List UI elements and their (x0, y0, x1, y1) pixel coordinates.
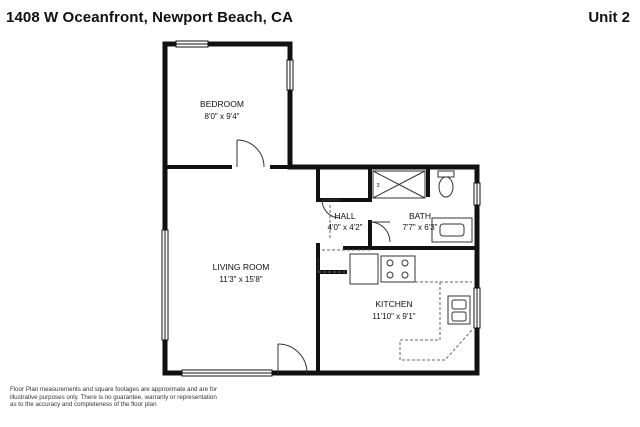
fixtures (349, 170, 473, 325)
kitchen-label: KITCHEN (375, 299, 412, 309)
disclaimer-line-2: illustrative purposes only. There is no … (10, 393, 217, 401)
hall-dims: 4'0" x 4'2" (328, 223, 363, 232)
bath-label: BATH (409, 211, 431, 221)
kitchen-dims: 11'10" x 9'1" (372, 312, 415, 321)
doors (236, 139, 391, 374)
refrigerator (349, 253, 379, 285)
bedroom-dims: 8'0" x 9'4" (205, 112, 240, 121)
exterior-walls (162, 41, 480, 376)
toilet-bowl (438, 176, 454, 198)
bedroom-label: BEDROOM (200, 99, 244, 109)
room-labels: BEDROOM 8'0" x 9'4" LIVING ROOM 11'3" x … (200, 99, 438, 321)
stove (380, 255, 416, 283)
living-room-dims: 11'3" x 15'8" (219, 275, 262, 284)
property-address: 1408 W Oceanfront, Newport Beach, CA (6, 9, 293, 26)
counters (318, 205, 473, 361)
unit-label: Unit 2 (588, 9, 630, 26)
bath-closet-mark: 3 (376, 183, 379, 189)
windows (161, 40, 481, 377)
toilet-tank (437, 170, 455, 178)
living-room-label: LIVING ROOM (213, 262, 270, 272)
hall-label: HALL (334, 211, 356, 221)
disclaimer-line-3: as to the accuracy and completeness of t… (10, 401, 157, 409)
floor-plan-disclaimer: Floor Plan measurements and square foota… (10, 386, 330, 409)
disclaimer-line-1: Floor Plan measurements and square foota… (10, 386, 218, 393)
bath-dims: 7'7" x 6'3" (403, 223, 438, 232)
